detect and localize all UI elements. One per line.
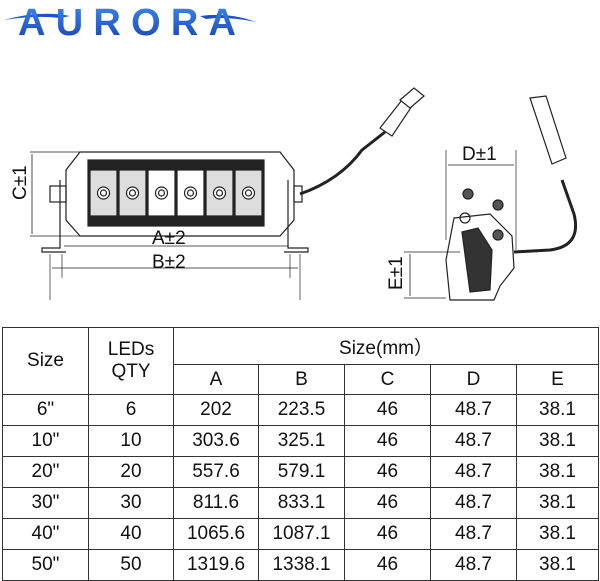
table-cell: 811.6	[173, 487, 259, 519]
table-cell: 30"	[2, 487, 89, 519]
table-cell: 1338.1	[258, 549, 345, 581]
header-leds-line2: QTY	[111, 361, 151, 382]
table-cell: 579.1	[258, 456, 345, 488]
led-lens	[157, 189, 166, 197]
table-cell: 48.7	[430, 425, 517, 457]
table-cell: 48.7	[430, 487, 517, 519]
dim-b-label: B±2	[152, 252, 186, 273]
header-leds-line1: LEDs	[107, 339, 155, 360]
table-cell: 46	[344, 549, 431, 581]
table-cell: 48.7	[430, 456, 517, 488]
table-cell: 10	[88, 425, 174, 457]
table-cell: 38.1	[515, 394, 600, 426]
table-cell: 50	[88, 549, 174, 581]
table-cell: 1087.1	[258, 518, 345, 550]
table-cell: 46	[344, 487, 431, 519]
led-modules	[89, 169, 263, 217]
front-view	[30, 87, 425, 300]
table-cell: 40	[88, 518, 174, 550]
table-cell: 6"	[2, 394, 89, 426]
table-cell: 48.7	[430, 394, 517, 426]
table-cell: 46	[344, 425, 431, 457]
side-view	[404, 95, 577, 301]
svg-text:AURORA: AURORA	[18, 2, 238, 40]
table-cell: 557.6	[173, 456, 259, 488]
led-module	[118, 169, 147, 217]
table-cell: 50"	[2, 549, 89, 581]
dimension-drawing: A±2 B±2 C±1 D±1 E±1	[10, 87, 577, 301]
led-lens	[128, 189, 137, 197]
table-cell: 303.6	[173, 425, 259, 457]
table-cell: 38.1	[515, 425, 600, 457]
header-size-mm: Size(mm）	[172, 327, 600, 365]
table-cell: 6	[88, 394, 174, 426]
table-cell: 202	[173, 394, 259, 426]
header-leds-qty: LEDs QTY	[88, 327, 174, 395]
dim-e-label: E±1	[386, 256, 407, 290]
header-size: Size	[2, 327, 89, 395]
table-cell: 46	[344, 394, 431, 426]
header-col-d: D	[430, 364, 517, 395]
header-col-e: E	[515, 364, 600, 395]
dim-c-label: C±1	[10, 165, 31, 200]
table-cell: 46	[344, 518, 431, 550]
table-cell: 20	[88, 456, 174, 488]
aurora-logo: AURORA	[4, 2, 256, 40]
table-cell: 46	[344, 456, 431, 488]
table-cell: 48.7	[430, 549, 517, 581]
table-cell: 1319.6	[173, 549, 259, 581]
header-col-a: A	[173, 364, 259, 395]
table-cell: 223.5	[258, 394, 345, 426]
dim-a-label: A±2	[152, 228, 186, 249]
led-lens	[99, 189, 108, 197]
led-lens	[186, 189, 195, 197]
table-cell: 38.1	[515, 487, 600, 519]
table-cell: 20"	[2, 456, 89, 488]
header-col-c: C	[344, 364, 431, 395]
led-lens	[244, 189, 253, 197]
table-cell: 30	[88, 487, 174, 519]
table-cell: 325.1	[258, 425, 345, 457]
dim-d-label: D±1	[462, 144, 497, 165]
table-cell: 38.1	[515, 549, 600, 581]
table-cell: 48.7	[430, 518, 517, 550]
header-col-b: B	[258, 364, 345, 395]
led-lens	[215, 189, 224, 197]
table-cell: 38.1	[515, 456, 600, 488]
table-cell: 1065.6	[173, 518, 259, 550]
table-cell: 38.1	[515, 518, 600, 550]
table-cell: 10"	[2, 425, 89, 457]
table-cell: 833.1	[258, 487, 345, 519]
table-cell: 40"	[2, 518, 89, 550]
